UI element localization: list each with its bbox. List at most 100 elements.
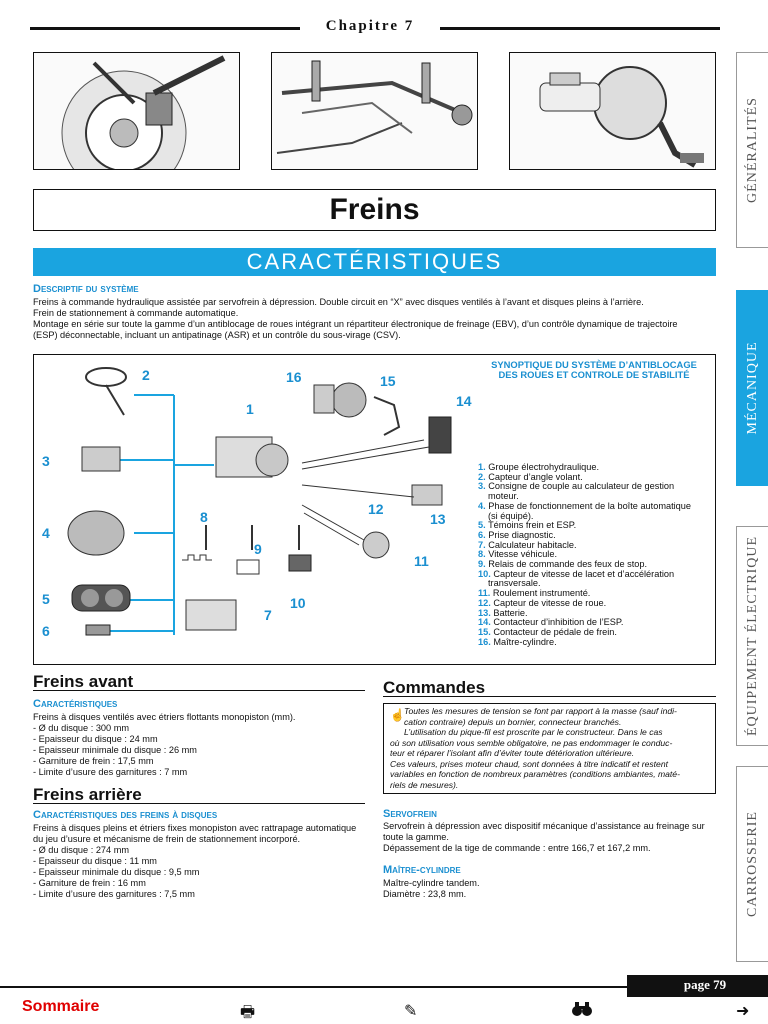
legend-item: 14. Contacteur d’inhibition de l’ESP. — [478, 617, 714, 628]
descriptif-line: (ESP) déconnectable, incluant un antipat… — [33, 330, 401, 340]
descriptif-line: Frein de stationnement à commande automa… — [33, 308, 239, 318]
tab-equipement-electrique[interactable]: ÉQUIPEMENT ÉLECTRIQUE — [736, 526, 768, 746]
note-line: variables en fonction de nombreux paramè… — [390, 769, 680, 779]
legend-number: 6. — [478, 529, 486, 540]
tab-label: ÉQUIPEMENT ÉLECTRIQUE — [744, 536, 760, 736]
photo-front-brake — [33, 52, 240, 170]
callout-7: 7 — [264, 607, 272, 623]
legend-item: 5. Témoins frein et ESP. — [478, 520, 714, 531]
tab-label: GÉNÉRALITÉS — [744, 97, 760, 203]
spec-line: - Garniture de frein : 16 mm — [33, 878, 146, 888]
freins-arriere-text: Freins à disques pleins et étriers fixes… — [33, 823, 378, 900]
legend-text: Capteur de vitesse de roue. — [493, 597, 607, 608]
callout-14: 14 — [456, 393, 472, 409]
legend-item: 3. Consigne de couple au calculateur de … — [478, 482, 714, 492]
pencil-icon[interactable]: ✎ — [404, 1003, 418, 1020]
note-line: cation contraire) depuis un bornier, con… — [404, 716, 622, 727]
spec-line: - Garniture de frein : 17,5 mm — [33, 756, 154, 766]
section-band: CARACTÉRISTIQUES — [33, 248, 716, 276]
legend-text: Maître-cylindre. — [493, 636, 557, 647]
freins-arriere-title: Freins arrière — [33, 785, 142, 804]
hand-icon: ☝ — [390, 708, 405, 722]
page-number-box — [627, 975, 768, 997]
legend-text: Témoins frein et ESP. — [488, 520, 577, 531]
tab-generalites[interactable]: GÉNÉRALITÉS — [736, 52, 768, 248]
legend-item: 7. Calculateur habitacle. — [478, 539, 714, 551]
legend-number: 5. — [478, 520, 486, 531]
legend-text: Prise diagnostic. — [488, 529, 556, 540]
section-rule — [383, 696, 716, 697]
legend-item: 2. Capteur d’angle volant. — [478, 471, 714, 483]
photo-master-cylinder — [509, 52, 716, 170]
spec-line: du jeu d’usure et mécanisme de frein de … — [33, 834, 301, 844]
callout-11: 11 — [414, 553, 429, 569]
legend-text: Batterie. — [493, 607, 528, 618]
spec-line: toute la gamme. — [383, 832, 449, 842]
tab-carrosserie[interactable]: CARROSSERIE — [736, 766, 768, 962]
printer-icon[interactable]: 🖶 — [240, 1004, 256, 1021]
tab-label: CARROSSERIE — [744, 811, 760, 917]
legend-item: 8. Vitesse véhicule. — [478, 549, 714, 560]
freins-avant-title: Freins avant — [33, 672, 134, 691]
legend-number: 16. — [478, 636, 491, 647]
callout-5: 5 — [42, 591, 50, 607]
legend-number: 9. — [478, 559, 486, 570]
descriptif-line: Montage en série sur toute la gamme d’un… — [33, 319, 678, 329]
freins-avant-heading: Caractéristiques — [33, 698, 118, 710]
sommaire-link[interactable]: Sommaire — [22, 998, 100, 1015]
legend-number: 2. — [478, 471, 486, 482]
legend-text: (si équipé). — [488, 510, 534, 521]
spec-line: - Limite d’usure des garnitures : 7 mm — [33, 767, 188, 777]
legend-text: Contacteur d’inhibition de l’ESP. — [493, 617, 624, 628]
legend-number: 7. — [478, 539, 486, 550]
note-line: Toutes les mesures de tension se font pa… — [404, 706, 677, 716]
note-line: riels de mesures). — [390, 779, 459, 790]
spec-line: - Epaisseur minimale du disque : 9,5 mm — [33, 867, 200, 877]
callout-2: 2 — [142, 367, 150, 383]
descriptif-heading: Descriptif du système — [33, 283, 139, 295]
diagram-drawing — [67, 367, 452, 636]
legend-item: 6. Prise diagnostic. — [478, 529, 714, 541]
callout-8: 8 — [200, 509, 208, 525]
legend-text: Vitesse véhicule. — [488, 549, 558, 560]
spec-line: Freins à disques pleins et étriers fixes… — [33, 823, 357, 833]
legend-number: 14. — [478, 617, 491, 628]
maitre-cylindre-heading: Maître-cylindre — [383, 864, 461, 876]
legend-text: Roulement instrumenté. — [492, 588, 591, 599]
warning-note: ☝ Toutes les mesures de tension se font … — [383, 703, 716, 794]
legend-number: 8. — [478, 549, 486, 560]
legend-number: 10. — [478, 568, 491, 579]
diagram-title: SYNOPTIQUE DU SYSTÈME D’ANTIBLOCAGE DES … — [474, 360, 714, 380]
legend-text: Capteur de vitesse de lacet et d’accélér… — [493, 568, 675, 579]
photo-rear-axle — [271, 52, 478, 170]
legend-number: 15. — [478, 626, 491, 637]
callout-1: 1 — [246, 401, 254, 417]
page-number: page 79 — [683, 977, 727, 992]
tab-mecanique[interactable]: MÉCANIQUE — [736, 290, 768, 486]
legend-text: transversale. — [488, 578, 541, 589]
legend-item: (si équipé). — [478, 510, 714, 522]
note-line: Ces valeurs, prises moteur chaud, sont d… — [390, 758, 669, 769]
arrow-right-icon[interactable]: ➜ — [736, 1003, 750, 1020]
legend-item: 1. Groupe électrohydraulique. — [478, 462, 714, 473]
legend-number: 13. — [478, 607, 491, 618]
maitre-cylindre-text: Maître-cylindre tandem. Diamètre : 23,8 … — [383, 878, 723, 900]
legend-item: 15. Contacteur de pédale de frein. — [478, 626, 714, 638]
footer-rule — [0, 986, 768, 988]
legend-item: 13. Batterie. — [478, 607, 714, 619]
servofrein-heading: Servofrein — [383, 808, 437, 820]
legend-item: 10. Capteur de vitesse de lacet et d’acc… — [478, 568, 714, 580]
callout-3: 3 — [42, 453, 50, 469]
legend-text: moteur. — [488, 491, 519, 502]
legend-number: 11. — [478, 588, 491, 599]
descriptif-line: Freins à commande hydraulique assistée p… — [33, 297, 644, 307]
diagram-legend: 1. Groupe électrohydraulique.2. Capteur … — [478, 462, 714, 647]
legend-number: 3. — [478, 481, 486, 492]
note-line: teur et réparer l’isolant afin d’éviter … — [390, 748, 635, 758]
legend-item: moteur. — [478, 491, 714, 502]
legend-item: 9. Relais de commande des feux de stop. — [478, 559, 714, 570]
binoculars-icon[interactable] — [572, 1001, 592, 1022]
legend-number: 12. — [478, 597, 491, 608]
spec-line: - Limite d’usure des garnitures : 7,5 mm — [33, 889, 195, 899]
commandes-title: Commandes — [383, 678, 486, 697]
